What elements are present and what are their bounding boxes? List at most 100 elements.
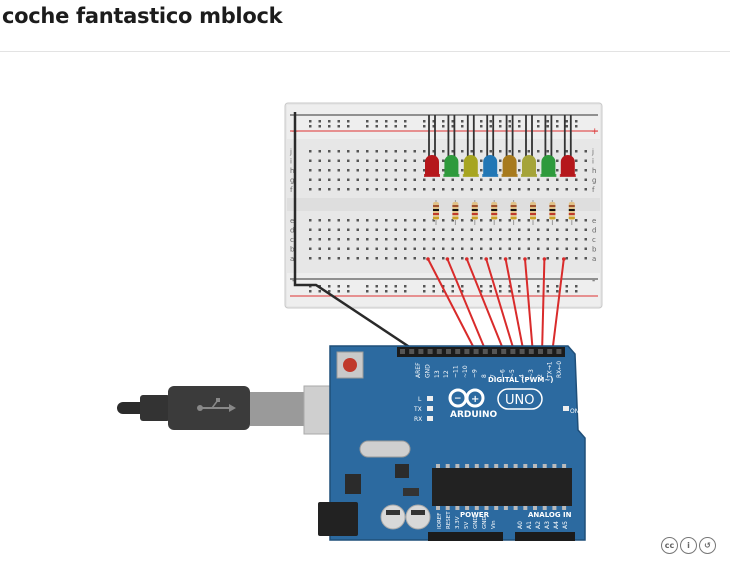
digital-pin-label: ~9 — [471, 369, 478, 378]
svg-text:+: + — [471, 394, 479, 405]
digital-pin-label: GND — [424, 364, 431, 378]
row-letter: i — [592, 158, 594, 166]
signal-wire — [504, 258, 525, 355]
signal-wire — [465, 258, 506, 355]
power-pin-label: Vin — [491, 520, 497, 529]
power-pin-label: IOREF — [437, 513, 443, 529]
analog-pin-label: A2 — [535, 521, 542, 529]
signal-wire — [446, 258, 488, 355]
digital-pin-label: ~3 — [528, 369, 535, 378]
on-label: ON — [570, 408, 579, 415]
led — [443, 115, 460, 177]
uno-badge: UNO — [497, 388, 543, 410]
row-letter: g — [290, 177, 294, 185]
led — [521, 115, 537, 177]
row-letter: c — [290, 236, 294, 244]
power-pin-label: GND — [482, 516, 488, 529]
resistor-array — [433, 200, 575, 225]
analog-pin-label: A5 — [562, 521, 569, 529]
row-letter: d — [592, 227, 596, 235]
resistor — [568, 200, 575, 225]
digital-pin-label: 2 — [537, 374, 544, 378]
power-pin-label: RESET — [446, 511, 452, 529]
row-letter: b — [290, 246, 295, 254]
status-led-label: TX — [413, 406, 422, 413]
row-letter: e — [290, 217, 294, 225]
resistor — [530, 200, 536, 225]
signal-wire — [541, 258, 546, 355]
digital-pin-label: ~11 — [453, 365, 460, 378]
row-letter: e — [592, 217, 596, 225]
led — [559, 115, 576, 177]
led — [424, 115, 440, 177]
resistor — [433, 200, 439, 225]
resistor — [491, 200, 498, 225]
digital-pin-label: 4 — [518, 374, 525, 378]
row-letter: c — [592, 236, 596, 244]
status-led-label: L — [418, 396, 422, 403]
uno-text: UNO — [505, 393, 534, 408]
attribution-icon: i — [680, 537, 697, 554]
usb-cable — [117, 385, 355, 435]
power-label: POWER — [460, 511, 490, 519]
share-alike-icon: ↺ — [699, 537, 716, 554]
analog-pin-label: A4 — [553, 521, 560, 529]
row-letter: g — [592, 177, 596, 185]
page-header: coche fantastico mblock — [0, 0, 730, 52]
row-letter: h — [290, 167, 294, 175]
digital-pin-label: 7 — [490, 374, 497, 378]
digital-pin-label: 12 — [443, 370, 450, 378]
led — [501, 115, 518, 177]
power-pin-label: GND — [473, 516, 479, 529]
row-letter: f — [592, 186, 595, 194]
digital-pin-label: ~5 — [509, 369, 516, 378]
row-letter: h — [592, 167, 596, 175]
cc-icon: cc — [661, 537, 678, 554]
rail-minus-label: - — [292, 276, 295, 286]
led — [462, 115, 479, 177]
resistor — [471, 200, 478, 225]
power-pin-label: 5V — [464, 522, 470, 529]
digital-pin-label: ~10 — [462, 365, 469, 378]
status-led-label: RX — [414, 416, 422, 423]
arduino-logo-icon: − + — [448, 388, 485, 408]
ground-wire-vertical — [293, 112, 421, 356]
rail-plus-label-right: + — [591, 127, 599, 137]
led — [482, 115, 499, 177]
digital-pin-label: RX←0 — [556, 361, 563, 378]
signal-wires — [426, 257, 566, 355]
digital-pin-label: 8 — [481, 374, 488, 378]
creative-commons-by-sa-icon: cc i ↺ — [661, 537, 721, 555]
rail-minus-label-right: - — [592, 276, 595, 286]
digital-pin-label: AREF — [415, 362, 422, 378]
row-letter: d — [290, 227, 294, 235]
row-letter: f — [290, 186, 293, 194]
power-pin-label: 3.3V — [455, 516, 461, 529]
usb-symbol-icon — [197, 398, 236, 412]
analog-pin-label: A0 — [517, 521, 524, 529]
led-array — [424, 115, 576, 177]
svg-text:−: − — [454, 394, 462, 404]
row-letter: j — [289, 148, 292, 156]
resistor — [452, 200, 459, 225]
arduino-board: − + ARDUINO UNO DIGITAL (PWM~) POWER ANA… — [318, 345, 586, 541]
led — [540, 115, 557, 177]
status-led — [427, 406, 433, 411]
row-letter: i — [290, 158, 292, 166]
resistor — [510, 200, 517, 225]
digital-pwm-label: DIGITAL (PWM~) — [488, 376, 553, 384]
row-letter: a — [290, 255, 294, 263]
row-letter: a — [592, 255, 596, 263]
digital-pin-label: 13 — [434, 370, 441, 378]
digital-pin-label: TX→1 — [547, 361, 554, 379]
row-letter: j — [591, 148, 594, 156]
analog-pin-label: A3 — [544, 521, 551, 529]
digital-pin-label: ~6 — [500, 369, 507, 378]
status-led — [427, 396, 433, 401]
arduino-logo-text: ARDUINO — [450, 410, 498, 420]
signal-wire — [427, 258, 478, 355]
signal-wire — [485, 258, 516, 355]
resistor — [549, 200, 556, 225]
